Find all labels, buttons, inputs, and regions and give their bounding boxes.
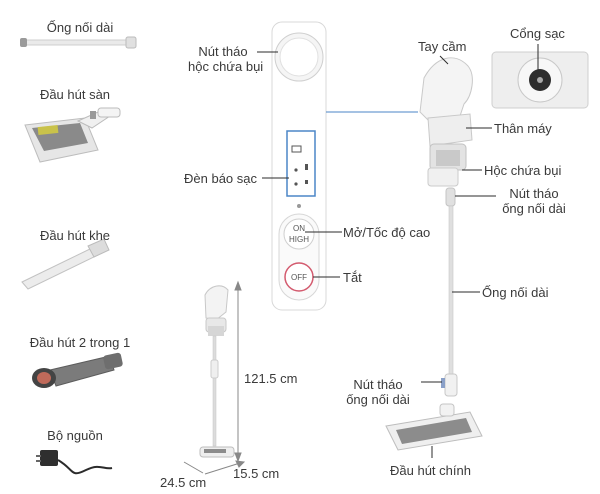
label-main-head: Đầu hút chính	[390, 463, 471, 478]
label-tube-release-line2: ống nối dài	[502, 201, 566, 216]
accessory-label-power-adapter: Bộ nguồn	[47, 428, 103, 443]
label-tube: Ống nối dài	[482, 285, 549, 300]
extension-tube-image	[20, 36, 137, 49]
label-off: Tắt	[343, 270, 362, 285]
dimension-lines	[183, 280, 246, 475]
crevice-tool-image	[21, 238, 110, 290]
panel-callout-lines	[257, 51, 418, 278]
accessory-label-crevice-tool: Đầu hút khe	[39, 228, 111, 243]
dimension-length: 24.5 cm	[160, 475, 207, 490]
label-release-button-line1: Nút tháo	[198, 44, 248, 59]
high-button-text: HIGH	[289, 235, 309, 244]
label-on-high: Mở/Tốc độ cao	[343, 225, 431, 240]
label-release-button: Nút tháo hộc chứa bụi	[188, 44, 264, 74]
two-in-one-tool-image	[32, 352, 123, 388]
label-release-button-line2: hộc chứa bụi	[188, 59, 264, 74]
accessory-label-extension-tube: Ống nối dài	[46, 20, 114, 35]
charge-port-inset	[491, 51, 589, 109]
control-panel-image	[271, 21, 327, 311]
accessory-label-two-in-one: Đầu hút 2 trong 1	[29, 335, 131, 350]
accessory-label-floor-brush: Đầu hút sàn	[39, 87, 111, 102]
dimension-width: 15.5 cm	[233, 466, 280, 481]
power-adapter-image	[36, 450, 113, 475]
label-handle: Tay cầm	[418, 39, 467, 54]
vacuum-dimension-image	[199, 285, 235, 458]
vacuum-main-image	[385, 57, 483, 451]
dimension-height: 121.5 cm	[244, 371, 298, 386]
main-callout-lines	[421, 44, 539, 458]
floor-brush-image	[24, 107, 121, 163]
label-tube-release-lower-line2: ống nối dài	[346, 392, 410, 407]
label-dust-box: Hộc chứa bụi	[484, 163, 562, 178]
label-tube-release-lower: Nút tháo ống nối dài	[336, 377, 420, 407]
on-button-text: ON	[293, 224, 305, 233]
label-charge-port: Cổng sạc	[510, 26, 565, 41]
off-button-text: OFF	[291, 273, 307, 282]
label-charge-light: Đèn báo sạc	[184, 171, 257, 186]
label-tube-release-lower-line1: Nút tháo	[353, 377, 403, 392]
label-body: Thân máy	[494, 121, 552, 136]
label-tube-release-line1: Nút tháo	[509, 186, 559, 201]
label-tube-release: Nút tháo ống nối dài	[494, 186, 574, 216]
